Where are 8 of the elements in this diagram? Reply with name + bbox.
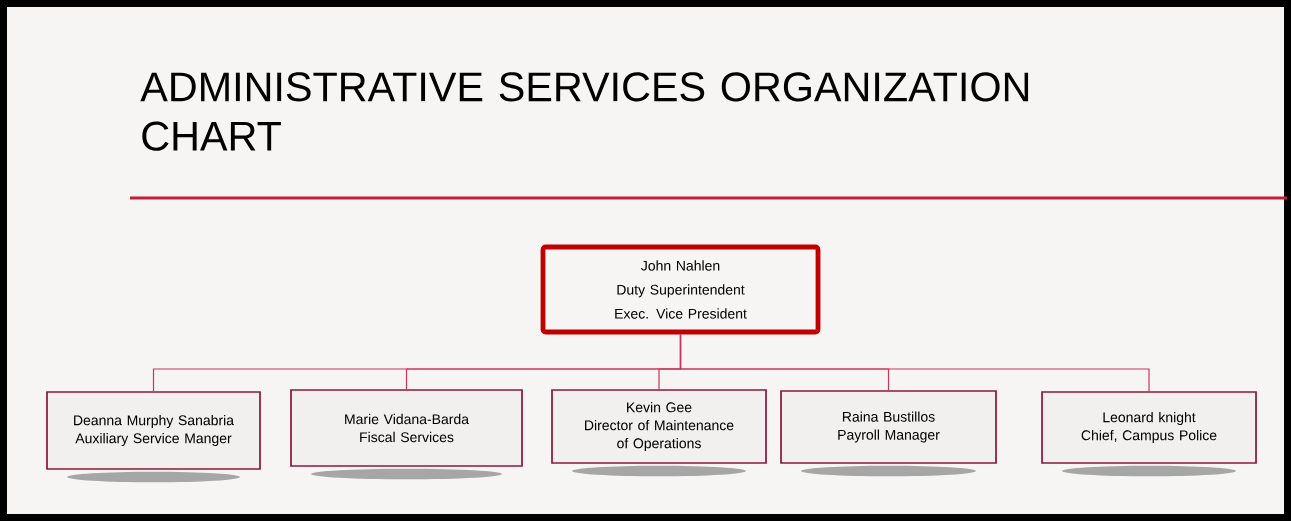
position-box: John Nahlen Duty Superintendent Exec. Vice President	[540, 244, 821, 335]
title: ADMINISTRATIVE SERVICES ORGANIZATION CHART	[140, 72, 1029, 151]
position-box: Marie Vidana-Barda Fiscal Services	[290, 389, 523, 480]
position-box: Raina Bustillos Payroll Manager	[780, 390, 997, 477]
connector-line	[679, 333, 1150, 392]
position-box: Kevin Gee Director of Maintenance of Operations	[551, 389, 767, 477]
position-box: Leonard knight Chief, Campus Police	[1041, 391, 1257, 477]
position-box: Deanna Murphy Sanabria Auxiliary Service Manger	[46, 391, 261, 483]
